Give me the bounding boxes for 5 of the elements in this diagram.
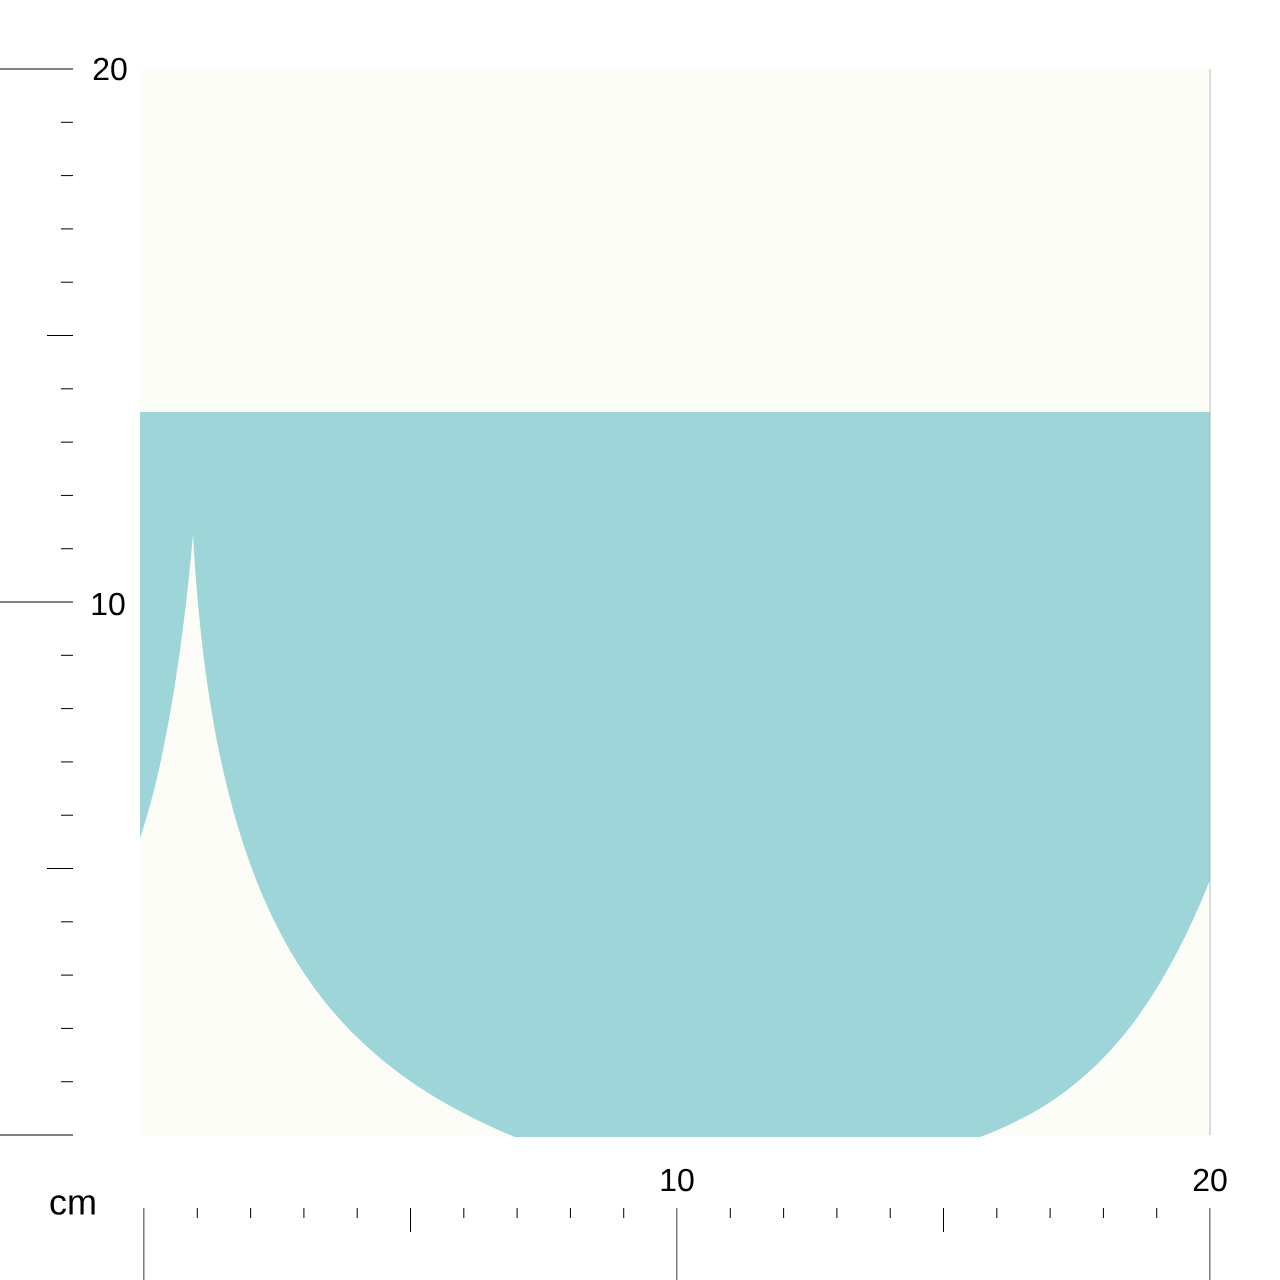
scale-label: 10 bbox=[92, 592, 125, 616]
scale-label: 20 bbox=[93, 57, 127, 81]
scale-label: 20 bbox=[1193, 1168, 1227, 1192]
unit-label: cm bbox=[50, 1195, 95, 1215]
scale-label: 10 bbox=[661, 1168, 694, 1192]
